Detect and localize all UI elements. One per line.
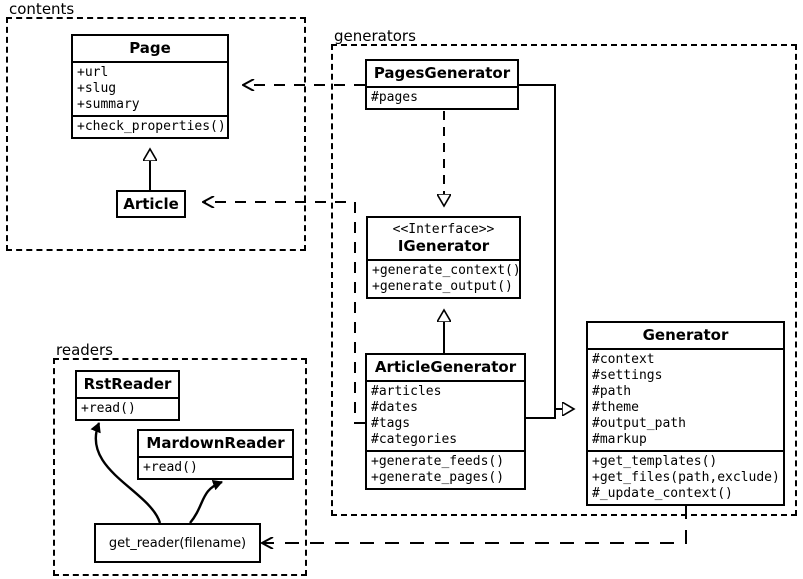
- class-operations-rst-reader: +read(): [77, 397, 178, 419]
- operation-row: +read(): [143, 460, 198, 475]
- attribute-row: #markup: [592, 432, 647, 447]
- class-name-rst-reader: RstReader: [83, 375, 172, 393]
- class-attributes-article-generator: #articles #dates #tags #categories: [367, 380, 524, 450]
- package-frame-contents: [6, 17, 306, 251]
- class-attributes-pages-generator: #pages: [367, 86, 517, 108]
- class-name-mardown-reader: MardownReader: [146, 434, 285, 452]
- class-box-article-generator[interactable]: ArticleGenerator #articles #dates #tags …: [365, 353, 526, 490]
- package-label-readers: readers: [53, 342, 116, 358]
- class-box-pages-generator[interactable]: PagesGenerator #pages: [365, 59, 519, 110]
- package-frame-readers: [53, 358, 307, 576]
- operation-row: +generate_output(): [372, 279, 513, 294]
- operation-row: +generate_feeds(): [371, 454, 505, 469]
- class-operations-mardown-reader: +read(): [139, 456, 292, 478]
- attribute-row: #articles: [371, 384, 442, 399]
- attribute-row: +slug: [77, 81, 117, 96]
- operation-row: +check_properties(): [77, 119, 226, 134]
- operation-row: +get_templates(): [592, 454, 718, 469]
- class-box-article[interactable]: Article: [116, 190, 186, 218]
- package-label-generators: generators: [331, 28, 419, 44]
- class-name-generator: Generator: [642, 326, 729, 344]
- operation-row: #_update_context(): [592, 486, 733, 501]
- function-name-get-reader: get_reader(filename): [108, 535, 247, 551]
- package-label-contents: contents: [6, 1, 78, 17]
- attribute-row: #dates: [371, 400, 418, 415]
- attribute-row: #path: [592, 384, 632, 399]
- class-operations-page: +check_properties(): [73, 115, 227, 137]
- attribute-row: #tags: [371, 416, 411, 431]
- operation-row: +get_files(path,exclude): [592, 470, 780, 485]
- class-name-pages-generator: PagesGenerator: [373, 64, 511, 82]
- class-box-rst-reader[interactable]: RstReader +read(): [75, 370, 180, 421]
- attribute-row: #categories: [371, 432, 458, 447]
- attribute-row: +summary: [77, 97, 140, 112]
- class-box-mardown-reader[interactable]: MardownReader +read(): [137, 429, 294, 480]
- attribute-row: #settings: [592, 368, 663, 383]
- class-stereotype-igenerator: <<Interface>>: [392, 222, 495, 237]
- class-operations-igenerator: +generate_context() +generate_output(): [368, 259, 521, 297]
- class-operations-article-generator: +generate_feeds() +generate_pages(): [367, 450, 524, 488]
- operation-row: +generate_pages(): [371, 470, 505, 485]
- operation-row: +generate_context(): [372, 263, 521, 278]
- class-attributes-page: +url +slug +summary: [73, 61, 227, 115]
- class-name-igenerator: IGenerator: [397, 237, 490, 255]
- attribute-row: #output_path: [592, 416, 686, 431]
- class-box-page[interactable]: Page +url +slug +summary +check_properti…: [71, 34, 229, 139]
- class-box-igenerator[interactable]: <<Interface>> IGenerator +generate_conte…: [366, 216, 521, 299]
- class-box-generator[interactable]: Generator #context #settings #path #them…: [586, 321, 785, 506]
- class-name-page: Page: [129, 39, 171, 57]
- attribute-row: #theme: [592, 400, 639, 415]
- attribute-row: +url: [77, 65, 109, 80]
- class-name-article: Article: [123, 195, 179, 213]
- class-operations-generator: +get_templates() +get_files(path,exclude…: [588, 450, 783, 504]
- class-name-article-generator: ArticleGenerator: [374, 358, 517, 376]
- attribute-row: #context: [592, 352, 655, 367]
- operation-row: +read(): [81, 401, 136, 416]
- class-attributes-generator: #context #settings #path #theme #output_…: [588, 348, 783, 450]
- attribute-row: #pages: [371, 90, 418, 105]
- function-box-get-reader[interactable]: get_reader(filename): [94, 523, 261, 563]
